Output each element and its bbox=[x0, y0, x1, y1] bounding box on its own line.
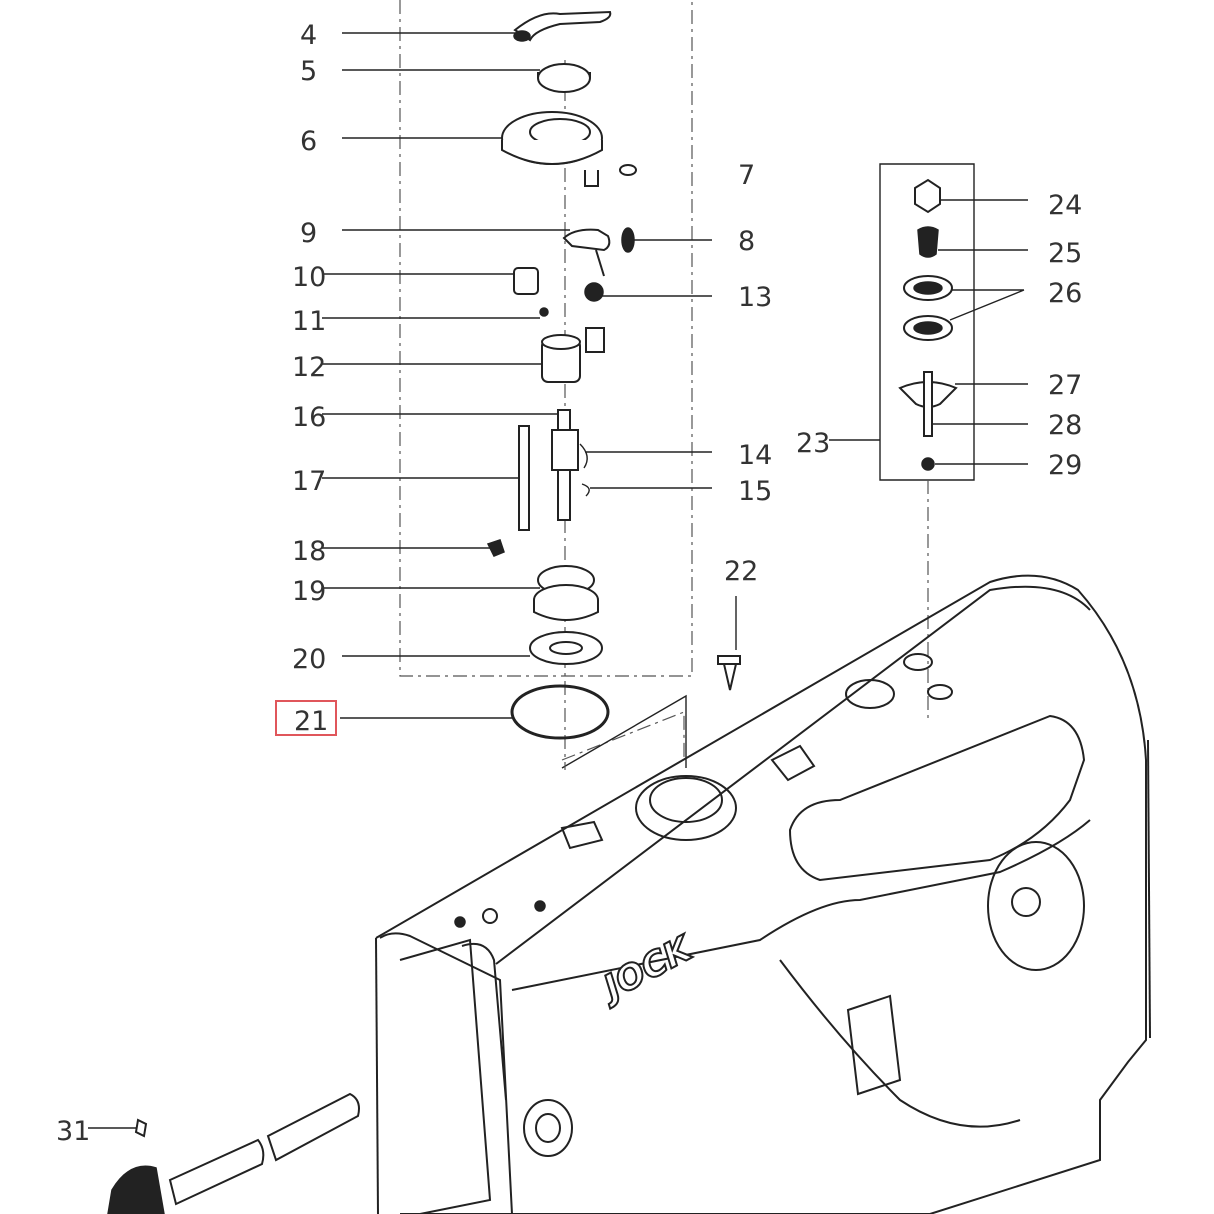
parts-stack-left bbox=[486, 10, 741, 740]
assembly-boundary bbox=[399, 0, 693, 769]
parts-group-23 bbox=[898, 178, 958, 471]
callout-20: 20 bbox=[292, 644, 326, 675]
callout-28: 28 bbox=[1048, 410, 1082, 441]
callout-27: 27 bbox=[1048, 370, 1082, 401]
callout-24: 24 bbox=[1048, 190, 1082, 221]
leader-lines bbox=[88, 32, 1028, 1129]
callout-16: 16 bbox=[292, 402, 326, 433]
callout-23: 23 bbox=[796, 428, 830, 459]
callout-5: 5 bbox=[300, 56, 317, 87]
brand-logo: JOCK bbox=[592, 928, 700, 1011]
callout-29: 29 bbox=[1048, 450, 1082, 481]
machine-head bbox=[375, 574, 1151, 1214]
callout-14: 14 bbox=[738, 440, 772, 471]
callout-13: 13 bbox=[738, 282, 772, 313]
callout-labels: 4 5 6 7 8 9 10 11 12 13 14 15 16 17 18 1… bbox=[56, 20, 1082, 1147]
highlight-box-callout-21 bbox=[275, 700, 337, 736]
shaft-assembly bbox=[107, 1092, 360, 1214]
callout-9: 9 bbox=[300, 218, 317, 249]
callout-17: 17 bbox=[292, 466, 326, 497]
callout-19: 19 bbox=[292, 576, 326, 607]
callout-8: 8 bbox=[738, 226, 755, 257]
callout-12: 12 bbox=[292, 352, 326, 383]
callout-11: 11 bbox=[292, 306, 326, 337]
callout-7: 7 bbox=[738, 160, 755, 191]
group-23-bracket bbox=[879, 163, 975, 481]
callout-21: 21 bbox=[294, 706, 328, 737]
callout-4: 4 bbox=[300, 20, 317, 51]
callout-6: 6 bbox=[300, 126, 317, 157]
callout-25: 25 bbox=[1048, 238, 1082, 269]
callout-22: 22 bbox=[724, 556, 758, 587]
callout-10: 10 bbox=[292, 262, 326, 293]
callout-31: 31 bbox=[56, 1116, 90, 1147]
callout-26: 26 bbox=[1048, 278, 1082, 309]
callout-18: 18 bbox=[292, 536, 326, 567]
callout-15: 15 bbox=[738, 476, 772, 507]
